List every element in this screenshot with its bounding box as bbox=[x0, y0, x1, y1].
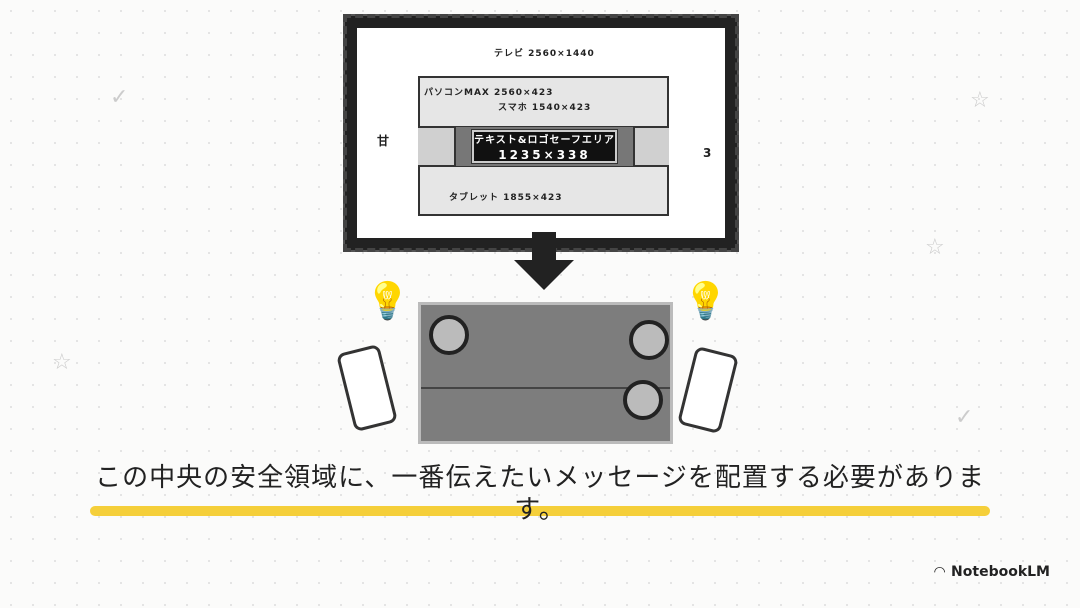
magnifier-icon bbox=[429, 315, 469, 355]
star-doodle-icon: ☆ bbox=[970, 88, 990, 113]
check-doodle-icon: ✓ bbox=[955, 405, 974, 430]
tv-label: テレビ 2560×1440 bbox=[494, 49, 595, 59]
brand-name: NotebookLM bbox=[951, 564, 1050, 580]
lightbulb-icon: 💡 bbox=[683, 281, 728, 322]
youtube-thumbnail-image bbox=[418, 302, 673, 444]
phone-label: スマホ 1540×423 bbox=[498, 103, 592, 113]
star-doodle-icon: ☆ bbox=[925, 235, 945, 260]
check-doodle-icon: ✓ bbox=[110, 85, 129, 110]
safe-area-size: 1235×338 bbox=[498, 148, 591, 162]
magnifier-icon bbox=[629, 320, 669, 360]
star-doodle-icon: ☆ bbox=[52, 350, 72, 375]
left-mark: 甘 bbox=[377, 134, 391, 148]
notebooklm-icon: ◠ bbox=[934, 564, 946, 580]
down-arrow-icon bbox=[514, 232, 574, 290]
pc-label: パソコンMAX 2560×423 bbox=[424, 88, 554, 98]
safe-area: テキスト&ロゴセーフエリア 1235×338 bbox=[471, 129, 618, 164]
smartphone-icon bbox=[335, 343, 399, 433]
caption: この中央の安全領域に、一番伝えたいメッセージを配置する必要があります。 bbox=[95, 463, 985, 525]
lightbulb-icon: 💡 bbox=[365, 281, 410, 322]
magnifier-icon bbox=[623, 380, 663, 420]
right-mark: 3 bbox=[703, 146, 713, 160]
caption-highlight bbox=[90, 506, 990, 516]
safe-area-title: テキスト&ロゴセーフエリア bbox=[474, 135, 615, 146]
brand-logo: ◠ NotebookLM bbox=[934, 564, 1050, 580]
smartphone-icon bbox=[676, 345, 740, 435]
tablet-label: タブレット 1855×423 bbox=[449, 193, 563, 203]
